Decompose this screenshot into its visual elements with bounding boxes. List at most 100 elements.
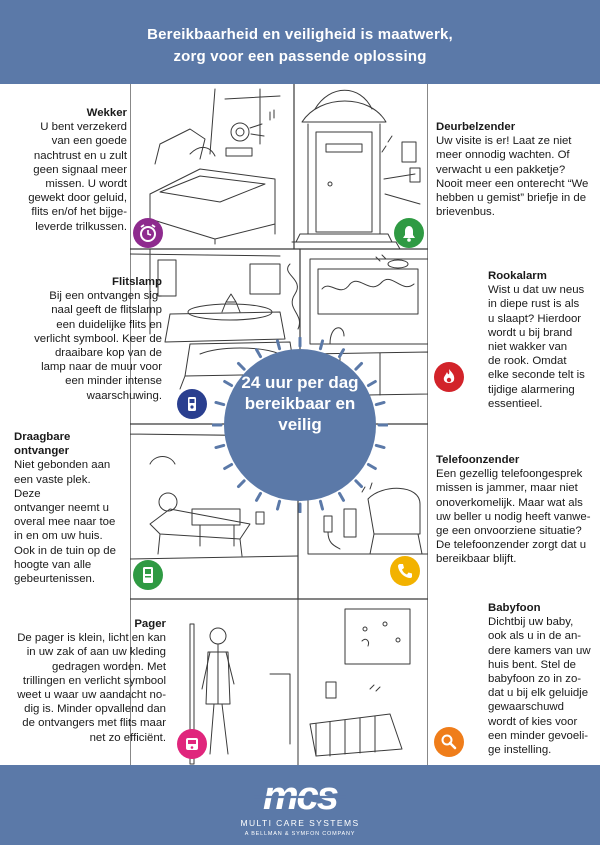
feature-line: de ontvangers met flits maar [22, 717, 166, 730]
feature-line: dere kamers van uw [488, 644, 591, 657]
clock-tick [223, 380, 234, 387]
company-tagline: A BELLMAN & SYMFON COMPANY [244, 831, 356, 837]
feature-line: huis bent. Stel de [488, 658, 577, 671]
feature-line: verwacht u een pakketje? [436, 163, 566, 176]
feature-line: De telefoonzender zorgt dat u [436, 539, 587, 552]
feature-title: Flitslamp [111, 276, 162, 288]
center-line3: veilig [278, 415, 322, 434]
feature-line: leverde trilkussen. [35, 220, 127, 233]
feature-line: geen signaal meer [33, 163, 127, 176]
feature-line: in uw zak of aan uw kleding [26, 646, 166, 659]
feature-line: elke seconde telt is [488, 369, 585, 382]
clock-tick [275, 339, 282, 351]
clock-tick [366, 380, 377, 387]
center-line1: 24 uur per dag [241, 373, 359, 392]
feature-line: lamp naar de muur voor [41, 361, 162, 374]
clock-tick [338, 491, 345, 502]
clock-tick [374, 400, 386, 407]
feature-line: Ook in de tuin op de [14, 544, 116, 557]
feature-line: draaibare kop van de [54, 347, 162, 360]
feature-line: gedragen worden. Met [52, 660, 166, 673]
feature-title: Pager [134, 618, 166, 630]
feature-line: missen is jammer, maar niet [436, 482, 578, 495]
baby-rattle-icon [434, 727, 464, 757]
feature-title: Wekker [86, 107, 127, 119]
portable-receiver-icon [133, 560, 163, 590]
feature-title: Deurbelzender [436, 121, 516, 133]
feature-line: Wist u dat uw neus [488, 284, 585, 297]
feature-line: u slaapt? Hierdoor [488, 312, 582, 325]
clock-tick [318, 499, 325, 511]
clock-tick [236, 361, 246, 371]
feature-line: U bent verzekerd [40, 121, 127, 134]
alarm-clock-icon [133, 218, 163, 248]
feature-line: nachtrust en u zult [33, 149, 127, 162]
feature-line: in diepe rust is als [488, 298, 580, 311]
feature-line: niet wakker van [488, 341, 568, 354]
feature-line: babyfoon zo in zo- [488, 673, 582, 686]
feature-line: missen. U wordt [45, 178, 127, 191]
feature-line: hebben u gemist” briefje in de [436, 192, 587, 205]
mcs-logo-icon: mcs [254, 775, 346, 815]
header-title-line1: Bereikbaarheid en veiligheid is maatwerk… [147, 26, 453, 43]
feature-line: dat u bij elk geluidje [488, 687, 589, 700]
footer-banner: mcs MULTI CARE SYSTEMS A BELLMAN & SYMFO… [0, 765, 600, 845]
center-line2: bereikbaar en [244, 394, 356, 413]
clock-tick [214, 400, 226, 407]
feature-line: onoverkomelijk. Maar wat als [436, 496, 583, 509]
feature-title-2: ontvanger [14, 445, 70, 458]
pager-icon [177, 729, 207, 759]
clock-tick [255, 491, 262, 502]
clock-tick [223, 463, 234, 470]
feature-title: Rookalarm [488, 270, 547, 282]
clock-tick [214, 443, 226, 450]
header-banner: Bereikbaarheid en veiligheid is maatwerk… [0, 0, 600, 84]
bell-icon [394, 218, 424, 248]
feature-line: essentieel. [488, 397, 543, 410]
feature-title: Babyfoon [488, 602, 541, 614]
feature-line: trillingen en verlicht symbool [22, 674, 166, 687]
feature-line: brievenbus. [436, 206, 495, 219]
feature-line: De pager is klein, licht en kan [17, 632, 166, 645]
feature-line: Uw visite is er! Laat ze niet [436, 135, 572, 148]
feature-line: de rook. Omdat [488, 355, 567, 368]
feature-line: wordt u bij brand [488, 326, 573, 339]
feature-line: een vaste plek. [14, 473, 91, 486]
company-name: MULTI CARE SYSTEMS [240, 818, 360, 828]
feature-line: weet u waar uw aandacht no- [17, 689, 166, 702]
phone-icon [390, 556, 420, 586]
feature-line: een minder intense [65, 375, 162, 388]
feature-line: uw beller u nodig heeft vanwe- [436, 510, 591, 523]
feature-line: gewekt door geluid, [28, 192, 127, 205]
feature-line: naal geeft de flitslamp [51, 304, 162, 317]
feature-babyfoon: Babyfoon Dichtbij uw baby,ook als u in d… [488, 601, 598, 757]
feature-telefoonzender: Telefoonzender Een gezellig telefoongesp… [436, 453, 598, 567]
feature-line: meer onnodig wachten. Of [436, 149, 570, 162]
feature-line: tijdige alarmering [488, 383, 575, 396]
feature-line: van een goede [51, 135, 127, 148]
feature-line: ook als u in de an- [488, 630, 582, 643]
feature-line: gebeurtenissen. [14, 573, 96, 586]
feature-line: ontvanger neemt u [14, 502, 109, 515]
clock-tick [275, 499, 282, 511]
clock-tick [338, 348, 345, 359]
feature-line: een minder gevoeli- [488, 729, 589, 742]
feature-line: net zo efficiënt. [89, 731, 166, 744]
feature-line: bereikbaar blijft. [436, 553, 517, 566]
home-illustration [130, 84, 428, 765]
feature-line: Deze [14, 487, 41, 500]
feature-line: waarschuwing. [86, 389, 162, 402]
flame-icon [434, 362, 464, 392]
clock-tick [236, 479, 246, 489]
feature-line: in en om uw huis. [14, 530, 103, 543]
feature-title: Draagbare [14, 431, 71, 443]
feature-title: Telefoonzender [436, 454, 520, 466]
feature-line: Nooit meer een onterecht “We [436, 177, 589, 190]
feature-deurbelzender: Deurbelzender Uw visite is er! Laat ze n… [436, 120, 598, 219]
feature-line: hoogte van alle [14, 558, 92, 571]
flash-lamp-icon [177, 389, 207, 419]
feature-line: Bij een ontvangen sig- [49, 290, 162, 303]
